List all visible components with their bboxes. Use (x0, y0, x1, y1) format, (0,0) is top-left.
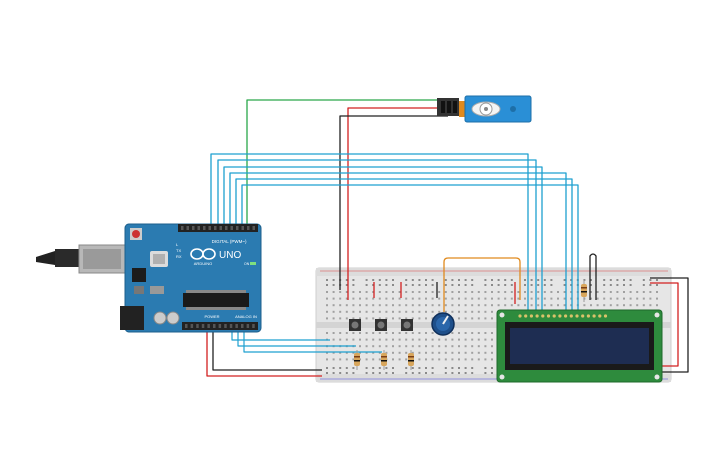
lcd-screen (510, 328, 649, 364)
servo-motor[interactable] (437, 95, 532, 123)
analog-label: ANALOG IN (235, 314, 257, 319)
push-button-1 (349, 319, 361, 331)
servo-horn-icon (471, 101, 501, 117)
arduino-brand: ARDUINO (194, 261, 212, 266)
wire-pot (443, 257, 521, 312)
resistor-2 (381, 350, 387, 370)
l-label: L (176, 242, 179, 247)
resistor-3 (408, 350, 414, 370)
rx-label: RX (176, 254, 182, 259)
usb-connector (36, 244, 126, 274)
uno-logo-text: UNO (219, 250, 241, 261)
wire-gnd (212, 322, 322, 371)
wire-servo-ground (339, 115, 448, 290)
wire-lcd-2 (217, 159, 537, 310)
lcd-pin-header (518, 314, 608, 318)
wire-jumper (589, 253, 597, 300)
wire-lcd-4 (229, 172, 567, 310)
digital-label: DIGITAL (PWM~) (212, 239, 247, 244)
power-label: POWER (204, 314, 219, 319)
arduino-uno[interactable]: DIGITAL (PWM~) UNO ARDUINO TX RX L ON PO… (120, 223, 262, 333)
wire-servo-signal (246, 99, 448, 230)
lcd-display[interactable] (496, 309, 663, 383)
resistor-4 (581, 280, 587, 302)
push-button-3 (401, 319, 413, 331)
push-button-2 (375, 319, 387, 331)
on-label: ON (244, 262, 250, 266)
wire-lcd-3 (223, 166, 543, 310)
reset-button[interactable] (132, 230, 140, 238)
wire-5v (206, 322, 322, 377)
wire-lcd-6 (241, 184, 579, 310)
wire-rail-black (650, 277, 689, 373)
resistors (354, 280, 587, 370)
resistor-1 (354, 350, 360, 370)
tx-label: TX (176, 248, 181, 253)
wire-lcd-1 (210, 153, 529, 310)
potentiometer[interactable] (431, 312, 455, 336)
wire-rail-red (650, 282, 679, 367)
wires (206, 99, 689, 377)
wire-lcd-5 (235, 178, 573, 310)
wire-servo-power (347, 107, 448, 300)
push-buttons[interactable] (349, 319, 413, 331)
arduino-logo-icon (190, 248, 216, 260)
